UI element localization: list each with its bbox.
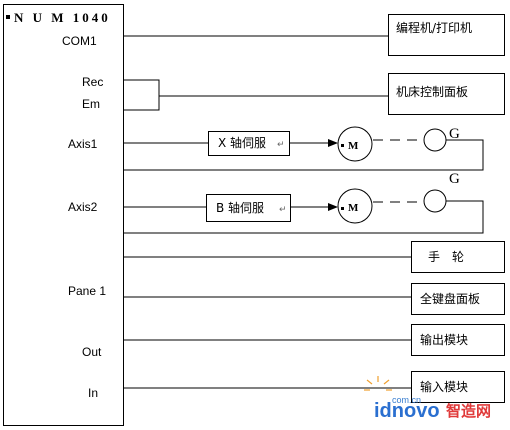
x-servo-return-mark: ↵	[277, 140, 285, 150]
keyboard-panel-label: 全键盘面板	[420, 292, 481, 306]
b-feedback-line	[124, 200, 484, 234]
controller-box	[3, 4, 124, 426]
x-feedback-line	[124, 139, 484, 171]
port-rec: Rec	[82, 75, 104, 89]
output-module-label: 输出模块	[420, 333, 469, 347]
x-motor-label: M	[348, 140, 359, 152]
b-motor-bullet	[341, 207, 344, 210]
b-encoder-label: G	[449, 171, 460, 187]
port-com1: COM1	[62, 34, 97, 48]
port-panel: Pane 1	[68, 284, 107, 298]
watermark-brand-latin: idnovo	[374, 400, 440, 422]
port-axis1: Axis1	[68, 137, 98, 151]
input-module-label: 输入模块	[420, 380, 469, 394]
handwheel-label: 手 轮	[428, 250, 465, 264]
rec-em-bracket	[124, 79, 388, 111]
machine-panel-label: 机床控制面板	[396, 85, 469, 99]
title-bullet	[6, 15, 10, 19]
x-servo-label: X 轴伺服	[218, 136, 267, 150]
handwheel-box	[411, 241, 505, 273]
port-axis2: Axis2	[68, 200, 98, 214]
port-out: Out	[82, 345, 102, 359]
x-servo-box	[208, 131, 290, 156]
output-box	[411, 324, 505, 356]
input-box	[411, 371, 505, 403]
b-encoder-circle	[423, 189, 447, 213]
x-motor-circle	[337, 126, 373, 162]
programmer-label: 编程机/打印机	[396, 21, 473, 35]
programmer-box	[388, 14, 505, 56]
watermark-burst-icon	[364, 376, 392, 391]
machine-panel-box	[388, 73, 505, 115]
watermark-domain: com.cn	[392, 395, 422, 405]
port-in: In	[88, 386, 99, 400]
x-encoder-circle	[423, 128, 447, 152]
b-servo-box	[206, 194, 291, 222]
b-servo-return-mark: ↵	[279, 205, 287, 215]
controller-title: N U M 1040	[14, 10, 111, 25]
b-motor-circle	[337, 188, 373, 224]
watermark-brand-cn: 智造网	[446, 403, 492, 420]
b-motor-label: M	[348, 202, 359, 214]
port-em: Em	[82, 97, 100, 111]
keyboard-box	[411, 283, 505, 315]
x-motor-bullet	[341, 144, 344, 147]
x-encoder-label: G	[449, 126, 460, 142]
b-servo-label: B 轴伺服	[216, 201, 265, 215]
